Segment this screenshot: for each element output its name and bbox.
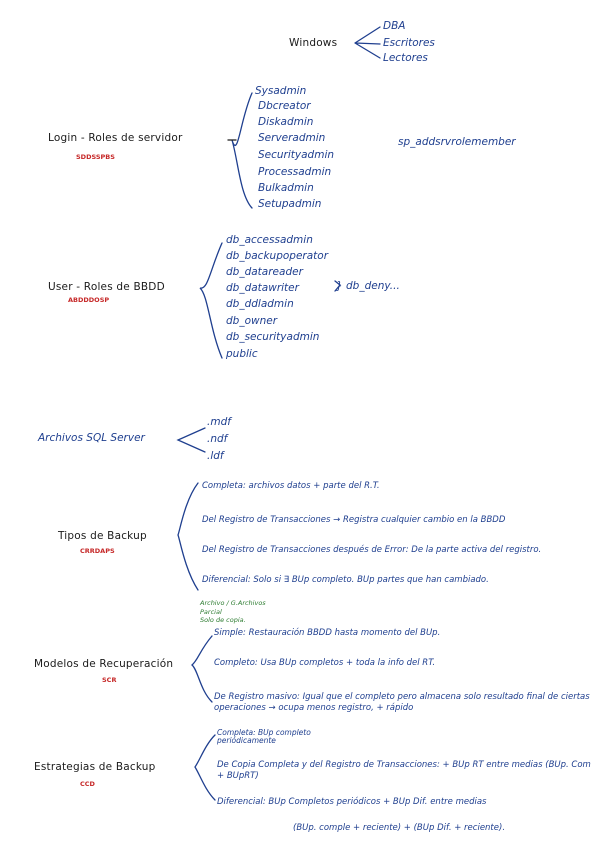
- login-role-diskadmin: Diskadmin: [258, 116, 314, 128]
- recovery-acronym: SCR: [102, 676, 117, 684]
- login-role-dbcreator: Dbcreator: [258, 100, 311, 112]
- windows-item-dba: DBA: [383, 20, 406, 32]
- login-title: Login - Roles de servidor: [48, 132, 183, 144]
- recovery-simple: Simple: Restauración BBDD hasta momento …: [214, 628, 441, 638]
- files-ext-ndf: .ndf: [207, 433, 228, 445]
- files-ext-ldf: .ldf: [207, 450, 224, 462]
- login-acronym: SDDSSPBS: [76, 153, 115, 161]
- user-role-datareader: db_datareader: [226, 266, 303, 278]
- backup-note-archivo: Archivo / G.Archivos: [200, 599, 266, 607]
- login-role-sysadmin: Sysadmin: [255, 85, 307, 97]
- user-role-public: public: [226, 348, 258, 360]
- backup-types-acronym: CRRDAPS: [80, 547, 115, 555]
- recovery-registro-masivo: De Registro masivo: Igual que el complet…: [214, 692, 590, 714]
- strategy-footer: (BUp. comple + reciente) + (BUp Dif. + r…: [293, 823, 506, 833]
- backup-type-registro: Del Registro de Transacciones → Registra…: [202, 515, 506, 525]
- windows-title: Windows: [289, 37, 338, 49]
- strategies-title: Estrategias de Backup: [34, 761, 156, 773]
- strategy-diferencial: Diferencial: BUp Completos periódicos + …: [217, 797, 487, 807]
- strategy-copia-completa: De Copia Completa y del Registro de Tran…: [217, 760, 591, 782]
- windows-item-lectores: Lectores: [383, 52, 428, 64]
- user-role-ddladmin: db_ddladmin: [226, 298, 294, 310]
- login-role-setupadmin: Setupadmin: [258, 198, 322, 210]
- user-title: User - Roles de BBDD: [48, 281, 165, 293]
- backup-note-solo-copia: Solo de copia.: [200, 616, 246, 624]
- strategies-acronym: CCD: [80, 780, 95, 788]
- login-role-bulkadmin: Bulkadmin: [258, 182, 314, 194]
- login-role-securityadmin: Securityadmin: [258, 149, 335, 161]
- backup-note-parcial: Parcial: [200, 608, 222, 616]
- recovery-completo: Completo: Usa BUp completos + toda la in…: [214, 658, 436, 668]
- backup-type-diferencial: Diferencial: Solo si ∃ BUp completo. BUp…: [202, 575, 489, 585]
- strategy-completa: Completa: BUp completo periódicamente: [217, 728, 311, 746]
- user-role-owner: db_owner: [226, 315, 278, 327]
- login-role-serveradmin: Serveradmin: [258, 132, 326, 144]
- user-deny: } db_deny...: [336, 280, 400, 292]
- backup-types-title: Tipos de Backup: [58, 530, 147, 542]
- backup-type-registro-error: Del Registro de Transacciones después de…: [202, 545, 542, 555]
- user-role-accessadmin: db_accessadmin: [226, 234, 313, 246]
- files-title: Archivos SQL Server: [38, 432, 145, 444]
- user-role-datawriter: db_datawriter: [226, 282, 299, 294]
- user-role-backupoperator: db_backupoperator: [226, 250, 329, 262]
- user-acronym: ABDDDOSP: [68, 296, 110, 304]
- login-procedure: sp_addsrvrolemember: [398, 136, 516, 148]
- files-ext-mdf: .mdf: [207, 416, 231, 428]
- backup-type-completa: Completa: archivos datos + parte del R.T…: [202, 481, 380, 491]
- user-role-securityadmin: db_securityadmin: [226, 331, 320, 343]
- windows-item-escritores: Escritores: [383, 37, 435, 49]
- recovery-title: Modelos de Recuperación: [34, 658, 174, 670]
- login-role-processadmin: Processadmin: [258, 166, 332, 178]
